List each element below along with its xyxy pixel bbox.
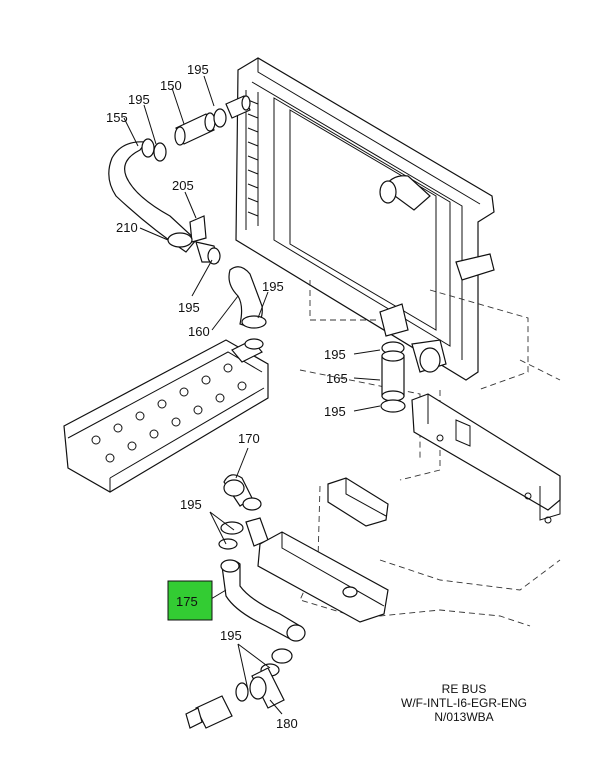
callout-175-highlight xyxy=(167,580,213,621)
callout-155: 155 xyxy=(106,110,128,125)
callout-195-f: 195 xyxy=(324,404,346,419)
lower-bracket xyxy=(411,393,561,524)
callout-195-b: 195 xyxy=(187,62,209,77)
callout-150: 150 xyxy=(160,78,182,93)
diagram-caption: RE BUS W/F-INTL-I6-EGR-ENG N/013WBA xyxy=(401,682,527,724)
caption-line-1: RE BUS xyxy=(442,682,487,696)
callout-labels: 155 195 150 195 205 210 195 195 160 195 … xyxy=(106,62,348,731)
callout-195-h: 195 xyxy=(220,628,242,643)
radiator-fins xyxy=(247,99,259,217)
caption-line-3: N/013WBA xyxy=(434,710,493,724)
leader-lines xyxy=(123,75,381,715)
callout-205: 205 xyxy=(172,178,194,193)
callout-160: 160 xyxy=(188,324,210,339)
coolant-tank xyxy=(257,477,389,623)
radiator-assembly xyxy=(235,57,495,381)
caption-line-2: W/F-INTL-I6-EGR-ENG xyxy=(401,696,527,710)
callout-170: 170 xyxy=(238,431,260,446)
callout-180: 180 xyxy=(276,716,298,731)
callout-195-a: 195 xyxy=(128,92,150,107)
callout-195-d: 195 xyxy=(262,279,284,294)
engine-cylinder-head xyxy=(63,339,269,493)
callout-175: 175 xyxy=(176,594,198,609)
callout-195-e: 195 xyxy=(324,347,346,362)
callout-165: 165 xyxy=(326,371,348,386)
hose-175 xyxy=(220,559,306,642)
callout-195-c: 195 xyxy=(178,300,200,315)
hose-170-set xyxy=(218,474,269,550)
callout-195-g: 195 xyxy=(180,497,202,512)
upper-hose-set xyxy=(108,95,267,350)
hose-165-set xyxy=(380,341,406,413)
callout-210: 210 xyxy=(116,220,138,235)
hose-180-set xyxy=(185,648,293,729)
engine-head-bolts xyxy=(91,363,247,463)
